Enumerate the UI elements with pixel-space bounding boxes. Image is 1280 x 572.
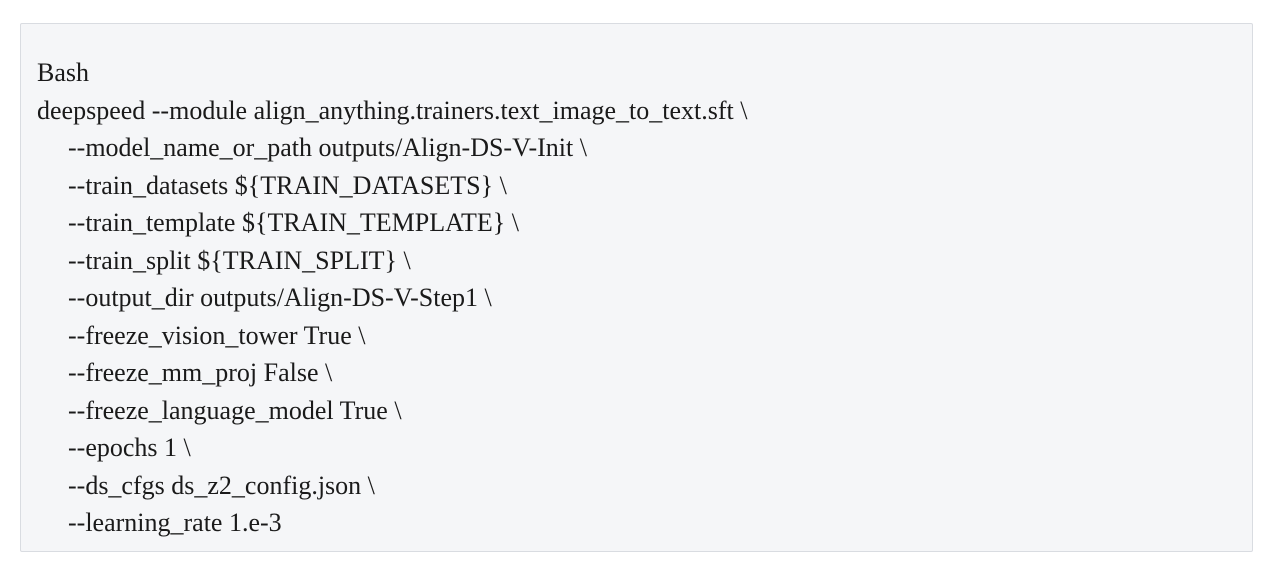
code-line: --learning_rate 1.e-3 [68,508,282,537]
code-language-label: Bash [37,58,89,87]
code-line: --freeze_vision_tower True \ [68,320,366,350]
code-line: deepspeed --module align_anything.traine… [37,95,748,125]
code-lines: deepspeed --module align_anything.traine… [37,92,1252,542]
code-line: --train_template ${TRAIN_TEMPLATE} \ [68,208,519,237]
code-line: --train_split ${TRAIN_SPLIT} \ [68,245,411,275]
code-line: --model_name_or_path outputs/Align-DS-V-… [68,133,587,162]
code-block: Bash deepspeed --module align_anything.t… [20,23,1253,552]
code-line: --epochs 1 \ [68,433,191,462]
code-line: --freeze_language_model True \ [68,395,402,425]
code-line: --freeze_mm_proj False \ [68,358,333,387]
code-line: --ds_cfgs ds_z2_config.json \ [68,470,375,500]
code-line: --train_datasets ${TRAIN_DATASETS} \ [68,170,507,200]
code-line: --output_dir outputs/Align-DS-V-Step1 \ [68,283,492,312]
